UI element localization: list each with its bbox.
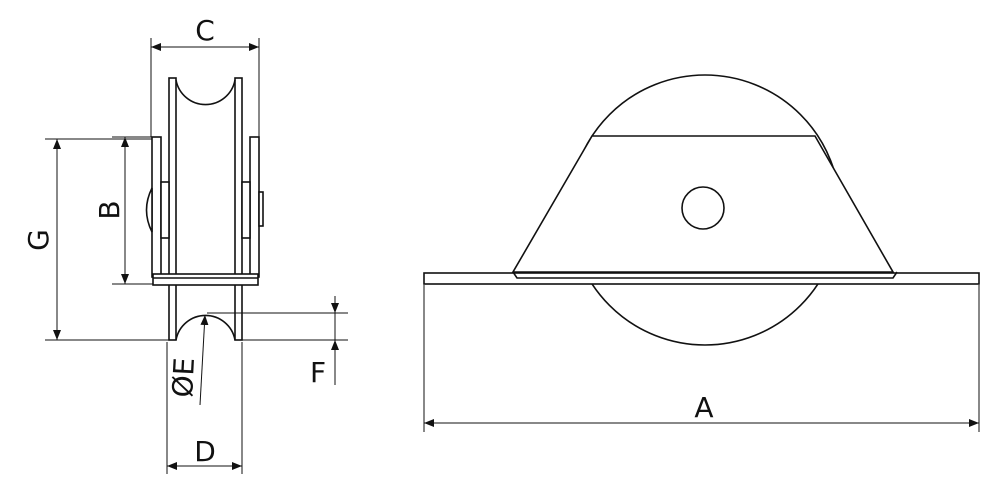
axle-nut — [258, 191, 264, 227]
wheel-flange-left — [168, 77, 177, 341]
label-a: A — [694, 391, 713, 424]
dimension-e: ØE — [166, 314, 209, 406]
label-g: G — [22, 229, 55, 251]
dimension-a: A — [423, 285, 980, 432]
label-c: C — [195, 14, 215, 47]
label-d: D — [194, 435, 216, 468]
label-b: B — [93, 200, 126, 219]
axle-head — [145, 187, 153, 233]
groove-top — [175, 79, 236, 106]
groove-bottom — [175, 314, 236, 341]
dimension-b: B — [93, 136, 153, 285]
label-f: F — [310, 356, 326, 389]
axle-hole — [681, 186, 725, 230]
dimension-d: D — [166, 342, 243, 474]
wheel-flange-right — [234, 77, 243, 341]
dimension-g: G — [22, 138, 170, 341]
bracket-plate-right — [249, 136, 260, 278]
label-e: ØE — [166, 357, 201, 398]
bracket-plate-left — [151, 136, 162, 278]
base-plate-side — [152, 273, 259, 286]
dimension-c: C — [150, 14, 260, 137]
bushing-left — [160, 181, 170, 239]
side-view: C B G F ØE — [22, 14, 348, 474]
front-view: A — [423, 74, 980, 432]
dimension-f: F — [207, 296, 348, 389]
bushing-right — [241, 181, 251, 239]
